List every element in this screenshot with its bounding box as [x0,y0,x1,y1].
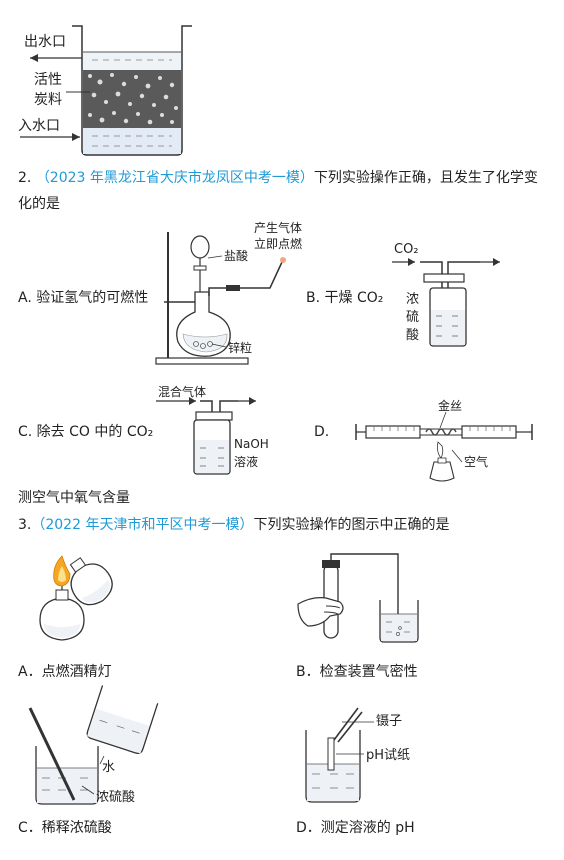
q2-b-acid-label-2: 硫 [406,310,420,325]
q3-option-c: C．稀释浓硫酸 [18,820,112,836]
outlet-label: 出水口 [24,34,66,50]
carbon-label-1: 活性 [34,72,62,88]
q3-d-paper-label: pH试纸 [366,748,411,763]
q2-option-c: C. 除去 CO 中的 CO₂ [18,424,154,440]
q2-option-b: B. 干燥 CO₂ [306,290,384,306]
q2-c-naoh-label-2: 溶液 [234,455,259,469]
q2-b-co2-label: CO₂ [394,242,419,257]
q3-option-a: A．点燃酒精灯 [18,664,112,680]
q2-a-acid-label: 盐酸 [224,249,249,263]
q3-stem-text: 下列实验操作的图示中正确的是 [253,517,450,533]
q3-c-acid-label: 浓硫酸 [96,790,136,805]
q3-option-d: D．测定溶液的 pH [296,820,415,836]
q2-stem-line2: 化的是 [18,196,60,212]
q2-c-mixed-gas-label: 混合气体 [158,385,207,399]
q2-b-acid-label-3: 酸 [406,328,420,343]
q3-stem: 3.（2022 年天津市和平区中考一模）下列实验操作的图示中正确的是 [18,517,449,533]
q3-d-tweezers-label: 镊子 [376,714,403,729]
q2-stem-text: 下列实验操作正确，且发生了化学变 [313,170,538,186]
q3-source: （2022 年天津市和平区中考一模） [31,517,254,533]
q2-a-gas-label-2: 立即点燃 [254,237,303,251]
q2-option-d: D. [314,424,330,440]
q2-stem-line1: 2. （2023 年黑龙江省大庆市龙凤区中考一模）下列实验操作正确，且发生了化学… [18,170,538,186]
q2-d-caption: 测空气中氧气含量 [18,490,130,506]
purifier-figure [20,25,192,156]
q2-b-acid-label-1: 浓 [406,292,420,307]
q2-c-naoh-label-1: NaOH [234,437,269,451]
q2-number: 2. [18,170,32,186]
q2-d-wire-label: 金丝 [438,399,463,413]
q3-c-water-label: 水 [102,760,116,775]
q2-option-a: A. 验证氢气的可燃性 [18,290,149,306]
q2-a-zinc-label: 锌粒 [228,341,253,355]
q3-option-b: B．检查装置气密性 [296,664,418,680]
q2-a-gas-label-1: 产生气体 [254,221,303,235]
q2-source: （2023 年黑龙江省大庆市龙凤区中考一模） [35,170,314,186]
carbon-label-2: 炭料 [34,92,62,108]
q2-d-air-label: 空气 [464,455,489,469]
q3-number: 3. [18,517,32,533]
inlet-label: 入水口 [18,118,60,134]
